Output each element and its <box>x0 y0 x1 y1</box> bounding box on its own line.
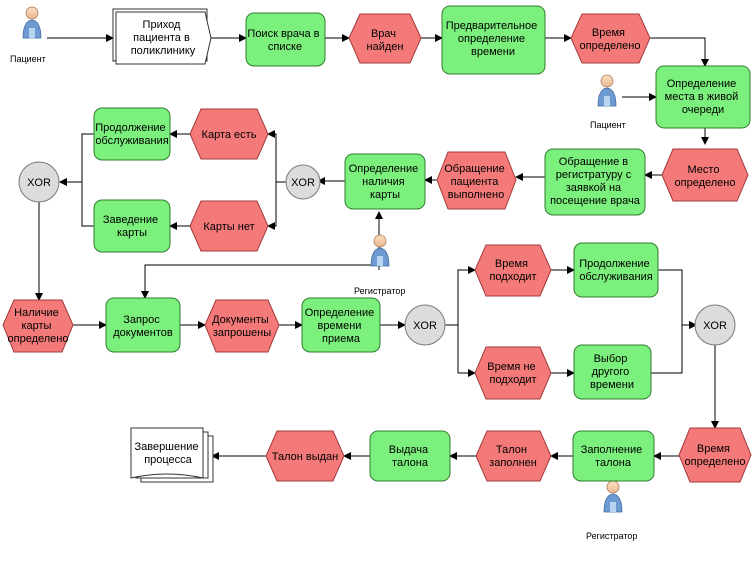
fn-request-docs <box>105 297 181 353</box>
xor-label: XOR <box>413 320 437 332</box>
ev-card-missing <box>189 200 269 252</box>
ev-time-not-fits-label: Время не подходит <box>487 361 538 386</box>
patient-label: Пациент <box>10 54 46 64</box>
ev-doctor-found-label: Врач найден <box>367 28 404 53</box>
registrar-label: Регистратор <box>586 531 637 541</box>
ev-ticket-issued-label: Талон выдан <box>272 451 339 463</box>
fn-queue-place <box>655 65 751 129</box>
ev-time-defined-label: Время определено <box>580 27 641 52</box>
ev-card-presence <box>2 299 74 353</box>
ev-card-exists-label: Карта есть <box>202 129 257 141</box>
fn-continue-1 <box>93 107 171 161</box>
fn-choose-other-label: Выбор другого времени <box>590 353 634 391</box>
xor-connector <box>285 164 321 200</box>
ev-docs-requested-label: Документы запрошены <box>212 314 272 339</box>
end-document-label: Завершение процесса <box>134 441 201 466</box>
ev-ticket-issued <box>265 430 345 482</box>
ev-doctor-found <box>348 13 422 64</box>
ev-docs-requested <box>204 299 280 353</box>
fn-search-doctor-label: Поиск врача в списке <box>247 28 322 53</box>
fn-fill-ticket-label: Заполнение талона <box>581 444 646 469</box>
ev-request-done <box>436 151 517 210</box>
ev-time-defined-2-label: Время определено <box>685 443 746 468</box>
xor-label: XOR <box>703 320 727 332</box>
patient-icon <box>22 6 42 39</box>
fn-issue-ticket-label: Выдача талона <box>389 444 431 469</box>
ev-card-missing-label: Карты нет <box>203 221 254 233</box>
ev-time-defined-2 <box>678 427 752 483</box>
xor-label: XOR <box>27 177 51 189</box>
ev-place-defined-label: Место определено <box>675 164 736 189</box>
ev-request-done-label: Обращение пациента выполнено <box>444 163 508 201</box>
start-document-label: Приход пациента в поликлинику <box>131 19 196 57</box>
fn-registry-request-label: Обращение в регистратуру с заявкой на по… <box>550 156 641 207</box>
registrar-icon <box>603 480 623 513</box>
fn-search-doctor <box>245 12 326 67</box>
end-document <box>130 427 214 483</box>
ev-time-defined <box>570 13 651 64</box>
ev-ticket-filled <box>475 430 552 482</box>
fn-continue-2-label: Продолжение обслуживания <box>579 258 653 283</box>
xor-connector <box>694 304 736 346</box>
fn-create-card-label: Заведение карты <box>103 214 161 239</box>
fn-fill-ticket <box>572 430 655 482</box>
fn-queue-place-label: Определение места в живой очереди <box>665 78 742 116</box>
fn-continue-1-label: Продолжение обслуживания <box>95 122 169 147</box>
start-document <box>112 8 212 65</box>
ev-time-not-fits <box>474 346 552 400</box>
fn-choose-other <box>573 344 652 400</box>
ev-time-fits <box>474 244 552 297</box>
xor-connector <box>18 161 60 203</box>
fn-prelim-time-label: Предварительное определение времени <box>446 20 541 58</box>
ev-ticket-filled-label: Талон заполнен <box>489 444 537 469</box>
patient-icon <box>597 74 617 107</box>
ev-place-defined <box>661 148 749 202</box>
ev-card-presence-label: Наличие карты определено <box>8 307 69 345</box>
fn-time-define <box>301 297 381 353</box>
fn-card-check <box>344 153 426 210</box>
fn-registry-request <box>544 148 646 216</box>
fn-time-define-label: Определение времени приема <box>305 307 378 345</box>
fn-card-check-label: Определение наличия карты <box>349 163 422 201</box>
patient-label: Пациент <box>590 120 626 130</box>
registrar-icon <box>370 234 390 267</box>
fn-prelim-time <box>441 5 546 75</box>
ev-card-exists <box>189 108 269 160</box>
registrar-label: Регистратор <box>354 286 405 296</box>
fn-continue-2 <box>573 242 659 298</box>
fn-request-docs-label: Запрос документов <box>113 314 173 339</box>
fn-create-card <box>93 199 171 253</box>
fn-issue-ticket <box>369 430 451 482</box>
xor-connector <box>404 304 446 346</box>
xor-label: XOR <box>291 177 315 189</box>
ev-time-fits-label: Время подходит <box>489 258 536 283</box>
